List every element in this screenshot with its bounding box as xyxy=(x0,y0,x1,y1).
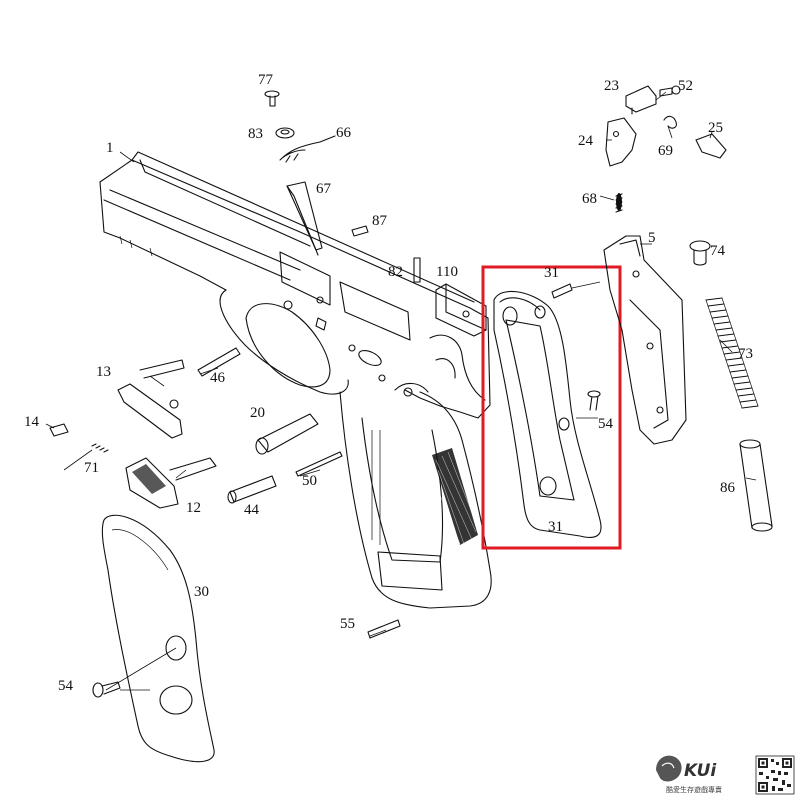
label-part-25: 25 xyxy=(708,120,723,136)
label-part-50: 50 xyxy=(302,473,317,489)
part-71-spring xyxy=(91,443,109,453)
part-labels: 77 83 66 1 67 87 82 110 13 46 14 20 71 5… xyxy=(24,72,753,694)
part-77-screw xyxy=(264,90,280,107)
part-14-plunger xyxy=(49,423,69,437)
brand-name: KUi xyxy=(684,761,717,781)
part-82-pin xyxy=(413,257,421,283)
label-part-77: 77 xyxy=(258,72,274,88)
label-part-54-left: 54 xyxy=(58,678,74,694)
label-part-13: 13 xyxy=(96,364,111,380)
part-87-pin xyxy=(351,225,369,237)
label-part-55: 55 xyxy=(340,616,355,632)
highlight-box xyxy=(481,265,622,550)
label-part-23: 23 xyxy=(604,78,619,94)
part-83-bushing xyxy=(275,127,295,139)
label-part-83: 83 xyxy=(248,126,263,142)
part-110-plate xyxy=(435,283,487,337)
part-54-screw-left xyxy=(92,681,121,698)
label-part-71: 71 xyxy=(84,460,99,476)
label-part-67: 67 xyxy=(316,181,332,197)
part-13-lever xyxy=(117,359,185,439)
part-55-pin xyxy=(367,619,401,639)
part-12-safety xyxy=(125,457,217,509)
label-part-44: 44 xyxy=(244,502,260,518)
part-23-lever xyxy=(625,85,657,115)
label-part-31-top: 31 xyxy=(544,265,559,281)
label-part-30: 30 xyxy=(194,584,209,600)
qr-code-icon xyxy=(755,755,795,795)
label-part-74: 74 xyxy=(710,243,726,259)
part-31-right-grip xyxy=(493,290,602,538)
label-part-86: 86 xyxy=(720,480,736,496)
label-part-69: 69 xyxy=(658,143,673,159)
label-part-31-bottom: 31 xyxy=(548,519,563,535)
part-66-spring xyxy=(279,135,336,163)
label-part-54-right: 54 xyxy=(598,416,614,432)
label-part-14: 14 xyxy=(24,414,40,430)
part-30-left-grip xyxy=(101,514,215,763)
part-52-screw xyxy=(659,85,681,97)
label-part-68: 68 xyxy=(582,191,597,207)
label-part-20: 20 xyxy=(250,405,265,421)
label-part-12: 12 xyxy=(186,500,201,516)
label-part-82: 82 xyxy=(388,264,403,280)
label-part-110: 110 xyxy=(436,264,458,280)
label-part-5: 5 xyxy=(648,230,656,246)
part-68-spring xyxy=(615,193,623,213)
label-part-87: 87 xyxy=(372,213,388,229)
label-part-46: 46 xyxy=(210,370,226,386)
label-part-73: 73 xyxy=(738,346,753,362)
frame-part xyxy=(99,151,492,609)
lion-logo-icon xyxy=(656,755,682,782)
part-44-pin xyxy=(227,475,277,504)
watermark: KUi 酷愛生存遊戲專賣 xyxy=(656,755,795,795)
part-69-spring xyxy=(663,115,677,129)
part-73-spring xyxy=(705,297,759,409)
part-5-housing xyxy=(603,235,687,445)
part-67-pin xyxy=(286,181,323,256)
part-20-block xyxy=(255,413,319,455)
part-86-rod xyxy=(739,439,773,532)
part-25-bar xyxy=(695,133,727,159)
part-50-pin xyxy=(295,451,343,477)
part-74-cap xyxy=(689,240,711,266)
part-54-screw-right xyxy=(587,390,601,411)
part-31-pin-top xyxy=(551,283,573,299)
label-part-66: 66 xyxy=(336,125,352,141)
leader-lines xyxy=(45,91,757,691)
label-part-1: 1 xyxy=(106,140,114,156)
label-part-24: 24 xyxy=(578,133,594,149)
brand-tagline: 酷愛生存遊戲專賣 xyxy=(666,785,722,794)
label-part-52: 52 xyxy=(678,78,693,94)
part-24-sear xyxy=(605,117,637,167)
